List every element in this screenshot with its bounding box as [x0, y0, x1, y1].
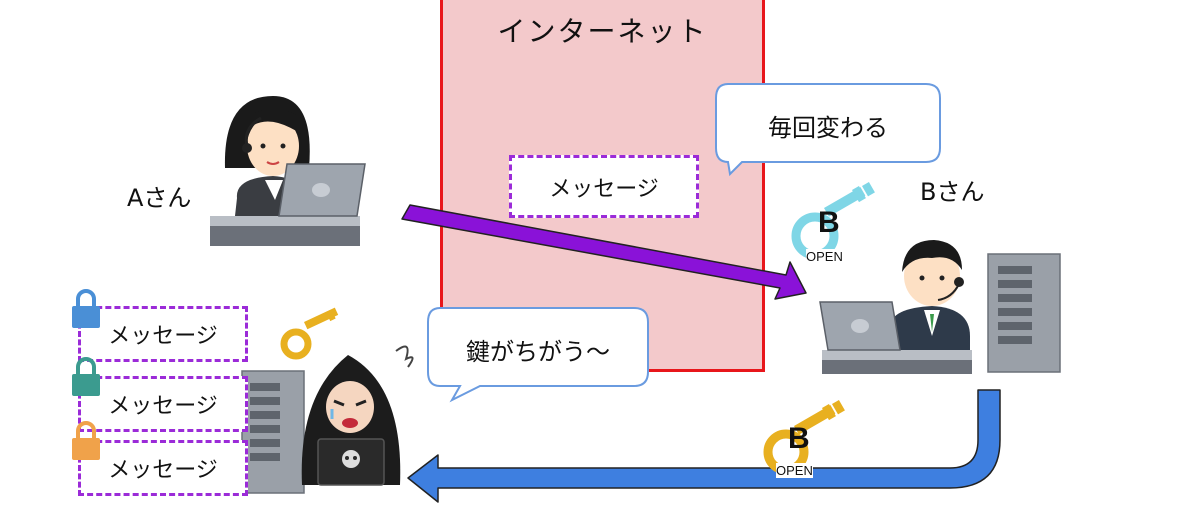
returned-key-letter: B: [788, 422, 810, 455]
lock-icon-orange: [72, 421, 100, 460]
person-a-illustration: [210, 96, 366, 246]
receiver-key-letter: B: [818, 206, 840, 239]
bubble-receiver-shape: [715, 83, 941, 177]
stolen-message-1: メッセージ: [78, 306, 248, 362]
attacker-illustration: [241, 345, 414, 494]
attacker-key-icon: [280, 307, 339, 360]
lock-icon-blue: [72, 289, 100, 328]
bubble-receiver-text: 毎回変わる: [768, 114, 888, 142]
message-in-transit: メッセージ: [509, 155, 699, 218]
bubble-attacker-shape: [427, 307, 649, 403]
receiver-name: Bさん: [920, 178, 985, 206]
bubble-attacker-text: 鍵がちがう～: [466, 338, 610, 366]
receiver-key-caption: OPEN: [806, 249, 843, 264]
lock-icon-teal: [72, 357, 100, 396]
stolen-message-3: メッセージ: [78, 440, 248, 496]
stolen-message-2: メッセージ: [78, 376, 248, 432]
internet-label: インターネット: [497, 15, 708, 48]
sender-name: Aさん: [127, 184, 192, 212]
person-b-illustration: [819, 240, 1061, 374]
returned-key-caption: OPEN: [776, 463, 813, 478]
